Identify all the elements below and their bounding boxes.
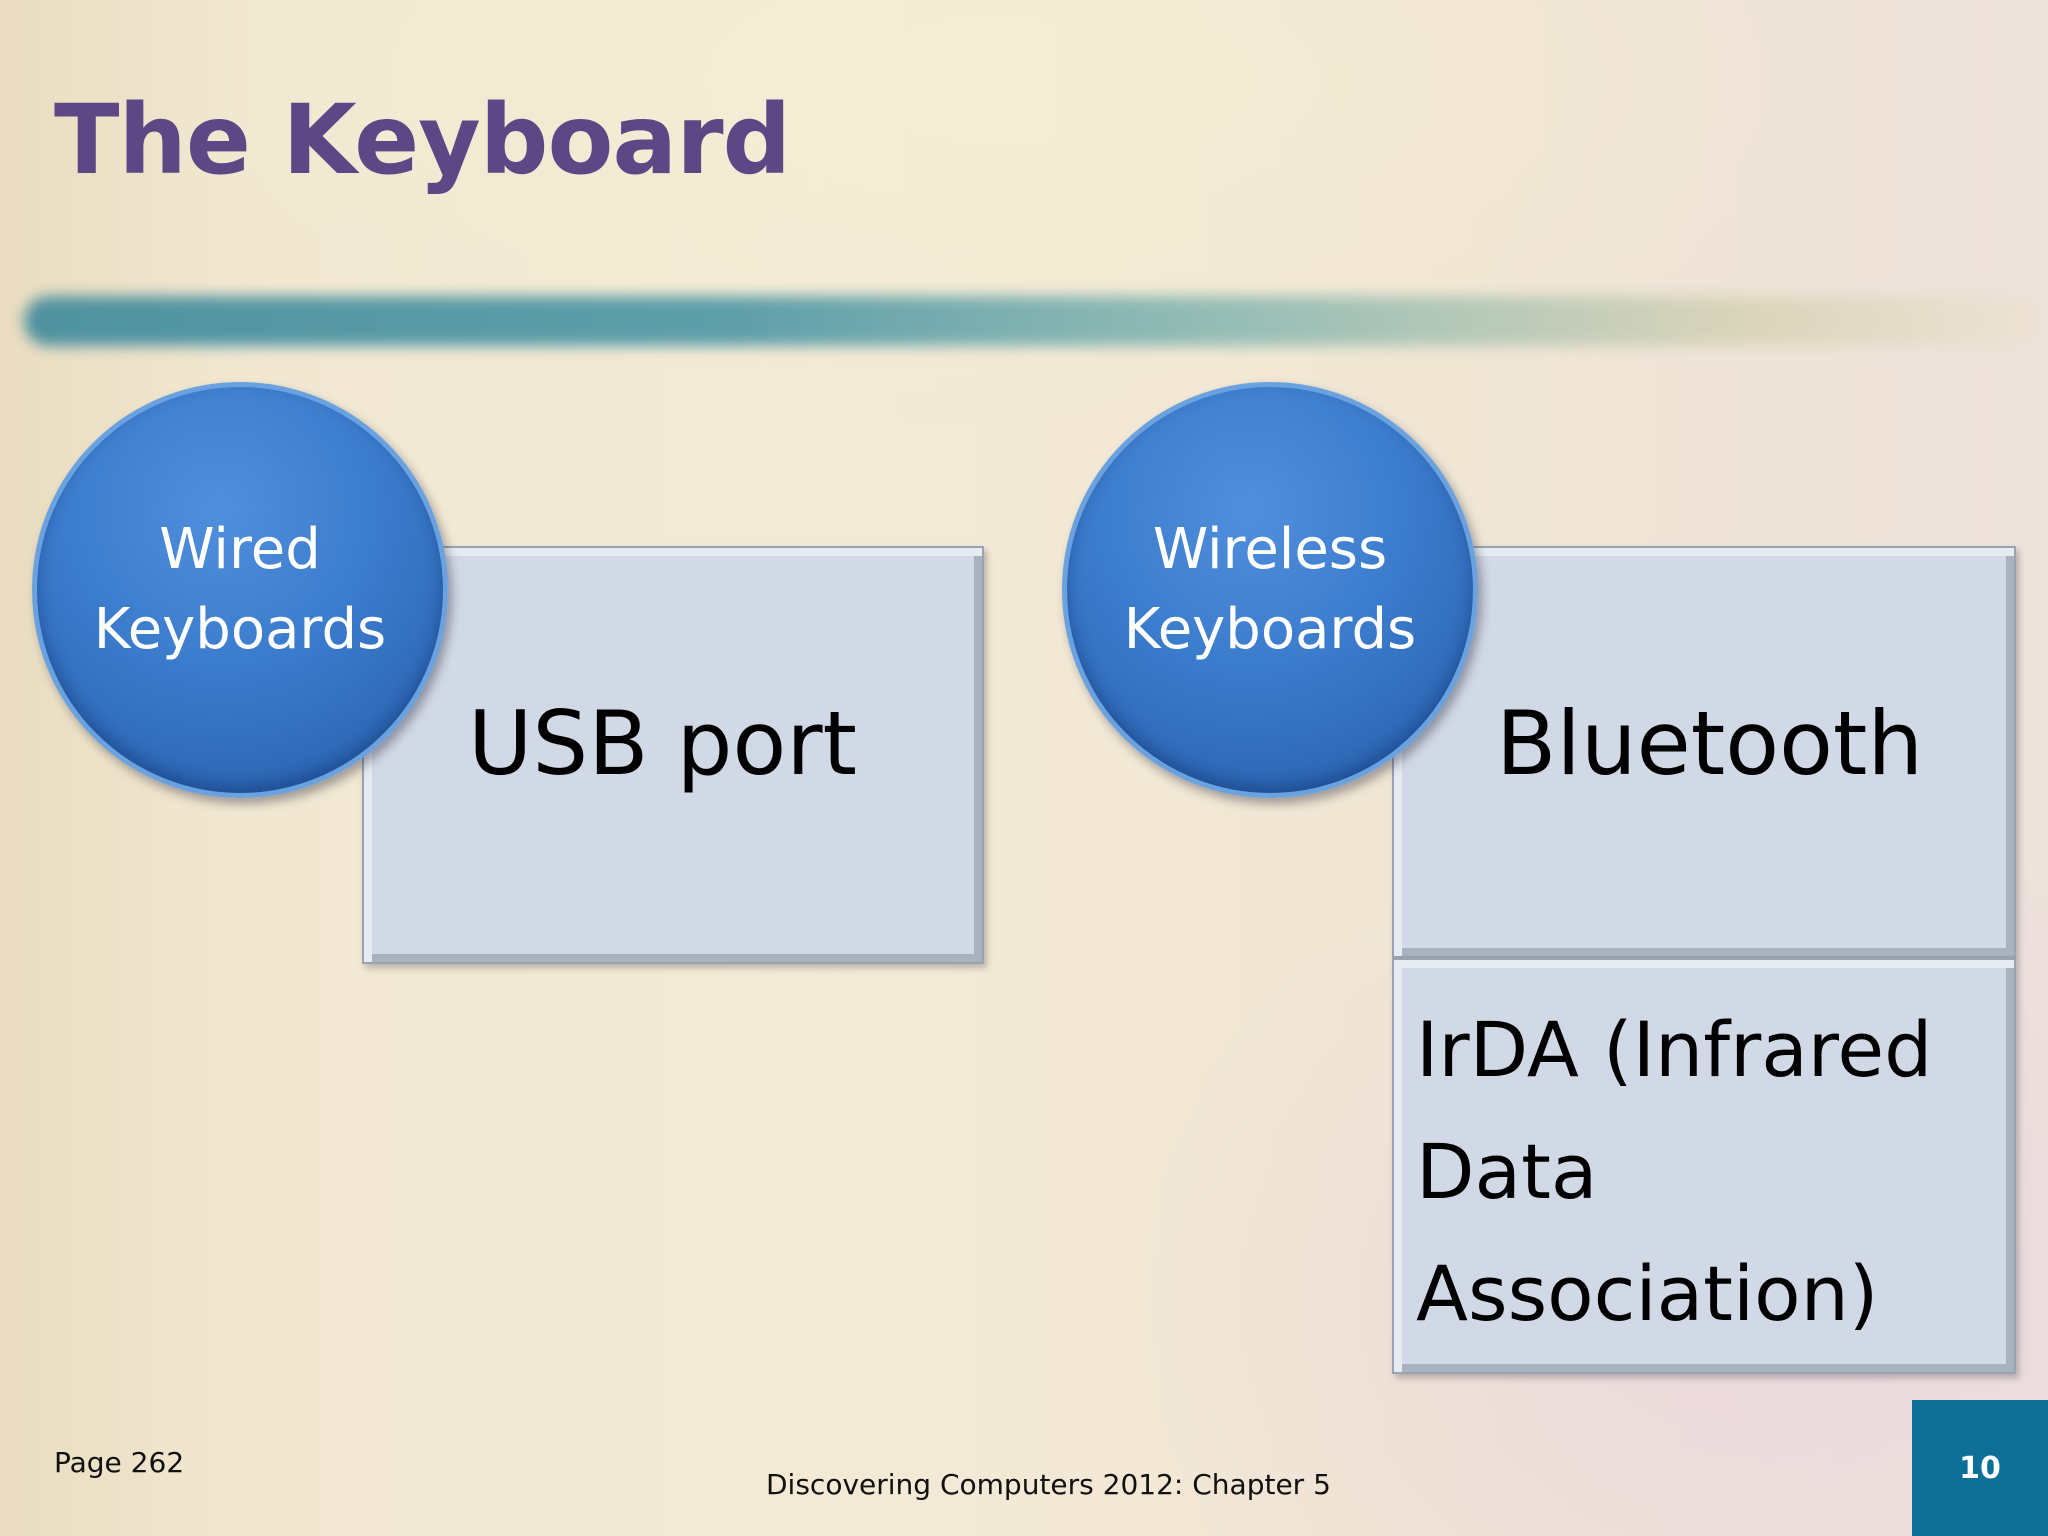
title-divider-bar	[24, 296, 2044, 346]
footer-text: Discovering Computers 2012: Chapter 5	[766, 1468, 1331, 1501]
slide-title: The Keyboard	[54, 84, 791, 196]
usb-port-label: USB port	[468, 692, 857, 795]
wired-keyboards-label-line2: Keyboards	[93, 597, 387, 662]
irda-label-line2: Data	[1416, 1127, 1598, 1216]
irda-label-line1: IrDA (Infrared	[1416, 1005, 1933, 1094]
wireless-keyboards-label-line1: Wireless	[1152, 517, 1388, 582]
irda-box: IrDA (Infrared Data Association)	[1392, 958, 2016, 1374]
slide-number: 10	[1959, 1450, 2001, 1486]
wireless-keyboards-label-line2: Keyboards	[1123, 597, 1417, 662]
slide-number-badge: 10	[1912, 1400, 2048, 1536]
page-reference: Page 262	[54, 1446, 185, 1479]
bluetooth-label: Bluetooth	[1496, 692, 1924, 795]
wired-keyboards-label-line1: Wired	[159, 517, 321, 582]
wireless-keyboards-circle: Wireless Keyboards	[1062, 382, 1478, 798]
wired-keyboards-circle: Wired Keyboards	[32, 382, 448, 798]
usb-port-box: USB port	[362, 546, 984, 964]
bluetooth-box: Bluetooth	[1392, 546, 2016, 958]
irda-label-line3: Association)	[1416, 1249, 1879, 1338]
